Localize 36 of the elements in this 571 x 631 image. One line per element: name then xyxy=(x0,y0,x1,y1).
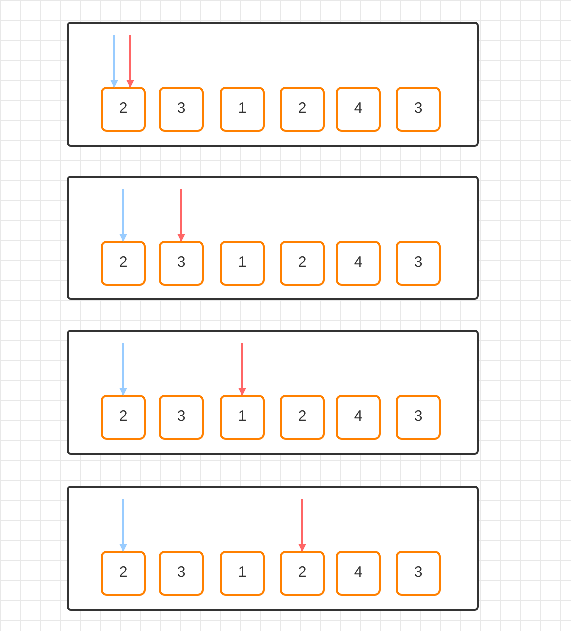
array-cell: 4 xyxy=(336,395,381,440)
array-cell: 2 xyxy=(101,395,146,440)
array-cell: 3 xyxy=(396,241,441,286)
array-cell: 3 xyxy=(159,241,204,286)
array-cell: 3 xyxy=(396,87,441,132)
arrow xyxy=(120,499,128,552)
array-cell: 1 xyxy=(220,241,265,286)
array-cell: 2 xyxy=(280,241,325,286)
array-cell: 3 xyxy=(396,395,441,440)
array-cell: 2 xyxy=(101,87,146,132)
array-cell: 4 xyxy=(336,87,381,132)
array-cell: 1 xyxy=(220,395,265,440)
array-cell: 3 xyxy=(159,87,204,132)
array-cell: 2 xyxy=(280,87,325,132)
panel xyxy=(67,486,479,611)
arrow xyxy=(126,35,134,88)
array-cell: 3 xyxy=(159,551,204,596)
array-cell: 2 xyxy=(101,241,146,286)
arrow xyxy=(120,343,128,396)
arrow xyxy=(178,189,186,242)
array-cell: 4 xyxy=(336,551,381,596)
array-cell: 3 xyxy=(396,551,441,596)
panel xyxy=(67,22,479,147)
arrow xyxy=(110,35,118,88)
arrow xyxy=(298,499,306,552)
panel xyxy=(67,330,479,455)
array-cell: 1 xyxy=(220,87,265,132)
arrow xyxy=(238,343,246,396)
panel xyxy=(67,176,479,300)
array-cell: 3 xyxy=(159,395,204,440)
array-cell: 4 xyxy=(336,241,381,286)
array-cell: 2 xyxy=(101,551,146,596)
array-cell: 1 xyxy=(220,551,265,596)
array-cell: 2 xyxy=(280,395,325,440)
arrow xyxy=(120,189,128,242)
array-cell: 2 xyxy=(280,551,325,596)
